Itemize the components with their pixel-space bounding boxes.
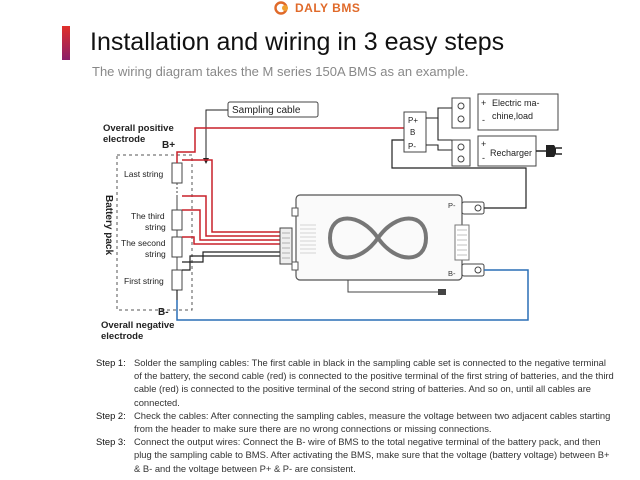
black-p-minus-wire [391,139,527,209]
output-connector [403,111,427,153]
electric-machine-label-2: chine,load [492,111,533,121]
step-1-text: Solder the sampling cables: The first ca… [134,357,614,408]
step-3-label: Step 3: [96,436,126,448]
step-1: Step 1: Solder the sampling cables: The … [96,356,616,409]
negative-electrode-label: electrode [101,331,143,342]
recharger-box [477,135,537,167]
overall-negative-label: Overall negative [101,320,174,331]
recharger-minus: - [482,153,485,163]
bms-b-minus-label: B- [448,269,456,278]
cell-third-label-1: The third [131,211,165,221]
step-2: Step 2: Check the cables: After connecti… [96,409,616,435]
positive-electrode-label: electrode [103,134,145,145]
electric-machine-label-1: Electric ma- [492,98,540,108]
black-wires [176,251,280,300]
conn-p-minus: P- [408,142,416,151]
charger-terminal-block [451,139,471,167]
cell-first [171,269,183,291]
b-minus-label: B- [158,307,169,318]
step-2-text: Check the cables: After connecting the s… [134,409,611,435]
cell-third-label-2: string [145,222,166,232]
sampling-connector [279,227,293,265]
plug-icon [546,145,556,157]
recharger-label: Recharger [490,148,532,158]
bms-board: P- B- [291,194,470,281]
battery-cells [171,162,183,291]
brand-logo: DALY BMS [274,0,360,16]
recharger-plus: + [481,139,486,149]
conn-b: B [410,128,415,137]
battery-pack-label: Battery pack [103,195,114,255]
bms-fins [300,224,316,254]
brand-name: DALY BMS [295,1,361,15]
step-3-text: Connect the output wires: Connect the B-… [134,436,610,474]
cell-second [171,236,183,258]
page-title: Installation and wiring in 3 easy steps [90,28,505,56]
wiring-diagram: Battery pack Last string The third strin… [101,93,562,342]
step-2-label: Step 2: [96,409,126,421]
daly-logo-icon [274,1,288,15]
b-plus-label: B+ [162,140,175,151]
electric-machine-plus: + [481,98,486,108]
red-wires [176,127,404,245]
electric-machine-box [477,93,559,131]
electric-machine-minus: - [482,115,485,125]
overall-positive-label: Overall positive [103,123,174,134]
cell-third [171,209,183,231]
step-3: Step 3: Connect the output wires: Connec… [96,435,616,475]
cell-last-label: Last string [124,169,163,179]
cell-second-label-2: string [145,249,166,259]
battery-pack-box [116,154,193,311]
bms-infinity-icon [327,216,429,260]
bms-p-minus-label: P- [448,201,456,210]
blue-negative-wire [176,269,529,321]
load-terminal-block [451,97,471,129]
steps-list: Step 1: Solder the sampling cables: The … [96,356,616,475]
step-1-label: Step 1: [96,357,126,368]
cell-first-label: First string [124,276,164,286]
cell-second-label-1: The second [121,238,166,248]
sampling-cable-label: Sampling cable [232,105,301,116]
page-subtitle: The wiring diagram takes the M series 15… [92,64,469,79]
conn-p-plus: P+ [408,116,418,125]
title-accent-bar [62,26,70,60]
cell-last [171,162,183,184]
